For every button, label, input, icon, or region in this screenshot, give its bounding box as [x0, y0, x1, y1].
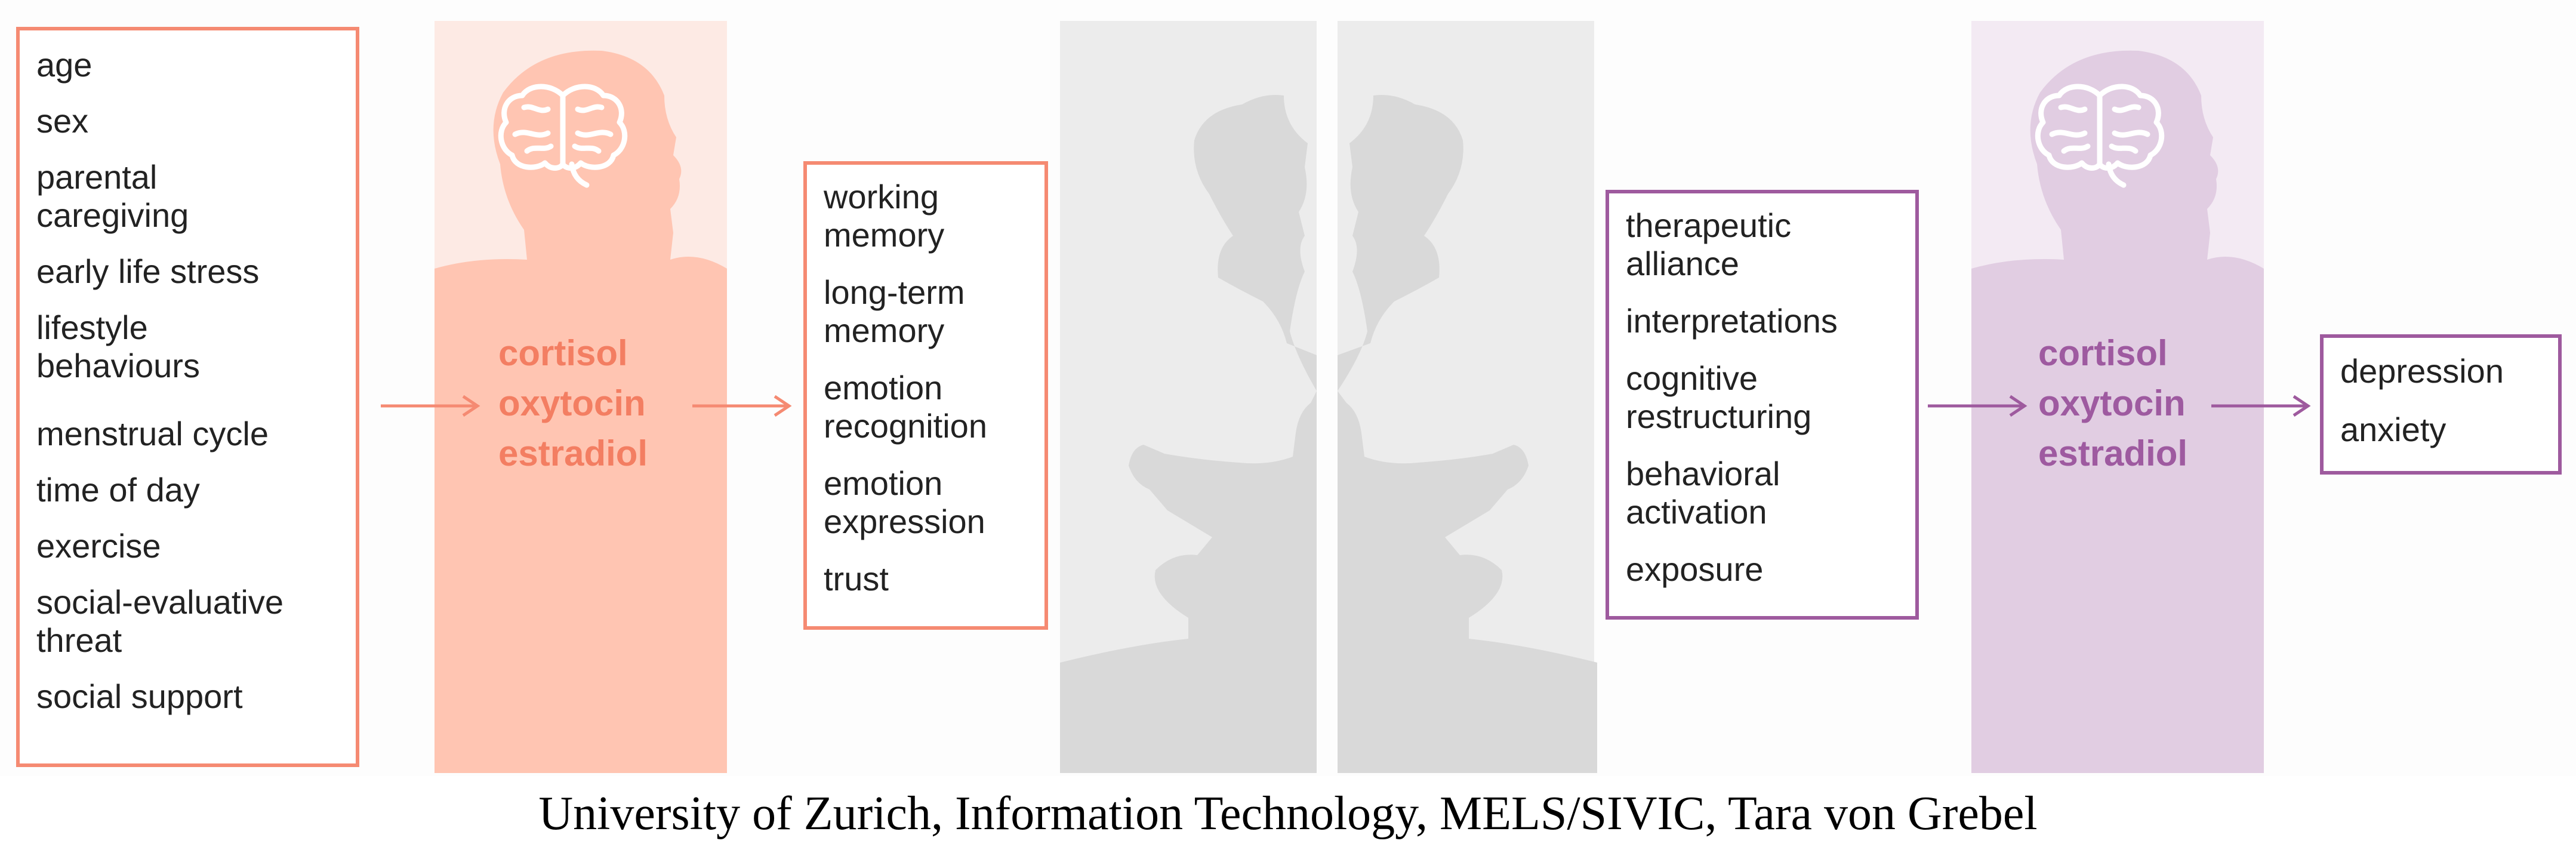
hormone-cortisol: cortisol: [498, 333, 628, 373]
arrow-right-icon: [381, 395, 480, 417]
hormone-cortisol: cortisol: [2038, 333, 2168, 373]
brain-icon: [2035, 84, 2165, 188]
therapy-item: interpretations: [1626, 302, 1838, 340]
function-item: working memory: [824, 178, 945, 254]
factor-item: early life stress: [36, 253, 260, 290]
factor-item: time of day: [36, 471, 200, 509]
function-item: trust: [824, 560, 889, 598]
therapy-item: therapeutic alliance: [1626, 207, 1792, 282]
social-cognition-box: working memory long-term memory emotion …: [803, 161, 1048, 630]
hormone-estradiol: estradiol: [2038, 433, 2188, 473]
diagram: cortisol oxytocin estradiol age sex pare…: [16, 21, 2562, 773]
therapy-item: cognitive restructuring: [1626, 359, 1812, 435]
factor-item: sex: [36, 102, 89, 140]
outcome-item: anxiety: [2340, 411, 2446, 448]
brain-icon: [498, 84, 628, 188]
factor-item: social support: [36, 678, 243, 715]
factor-item: menstrual cycle: [36, 415, 269, 452]
influencing-factors-box: age sex parental caregiving early life s…: [16, 27, 359, 767]
therapy-item: exposure: [1626, 550, 1764, 588]
factor-item: age: [36, 46, 93, 84]
hormone-estradiol: estradiol: [498, 433, 648, 473]
therapy-techniques-box: therapeutic alliance interpretations cog…: [1606, 190, 1919, 620]
left-head-panel: [435, 21, 727, 773]
image-credit: University of Zurich, Information Techno…: [538, 787, 2038, 840]
function-item: emotion recognition: [824, 369, 987, 445]
factor-item: lifestyle behaviours: [36, 309, 200, 384]
right-head-panel: [1971, 21, 2264, 773]
factor-item: exercise: [36, 527, 161, 565]
factor-item: social-evaluative threat: [36, 583, 284, 659]
therapy-item: behavioral activation: [1626, 455, 1780, 531]
outcomes-box: depression anxiety: [2320, 334, 2562, 475]
head-silhouette-icon: [1971, 21, 2264, 773]
function-item: emotion expression: [824, 464, 985, 540]
arrow-right-icon: [692, 395, 792, 417]
arrow-right-icon: [1928, 395, 2027, 417]
right-hormones: cortisol oxytocin estradiol: [2038, 328, 2187, 479]
factor-item: parental caregiving: [36, 158, 189, 234]
hormone-oxytocin: oxytocin: [498, 383, 646, 423]
function-item: long-term memory: [824, 273, 965, 349]
face-to-face-silhouette-icon: [1060, 21, 1597, 773]
hormone-oxytocin: oxytocin: [2038, 383, 2186, 423]
left-hormones: cortisol oxytocin estradiol: [498, 328, 648, 479]
outcome-item: depression: [2340, 352, 2504, 390]
arrow-right-icon: [2211, 395, 2311, 417]
